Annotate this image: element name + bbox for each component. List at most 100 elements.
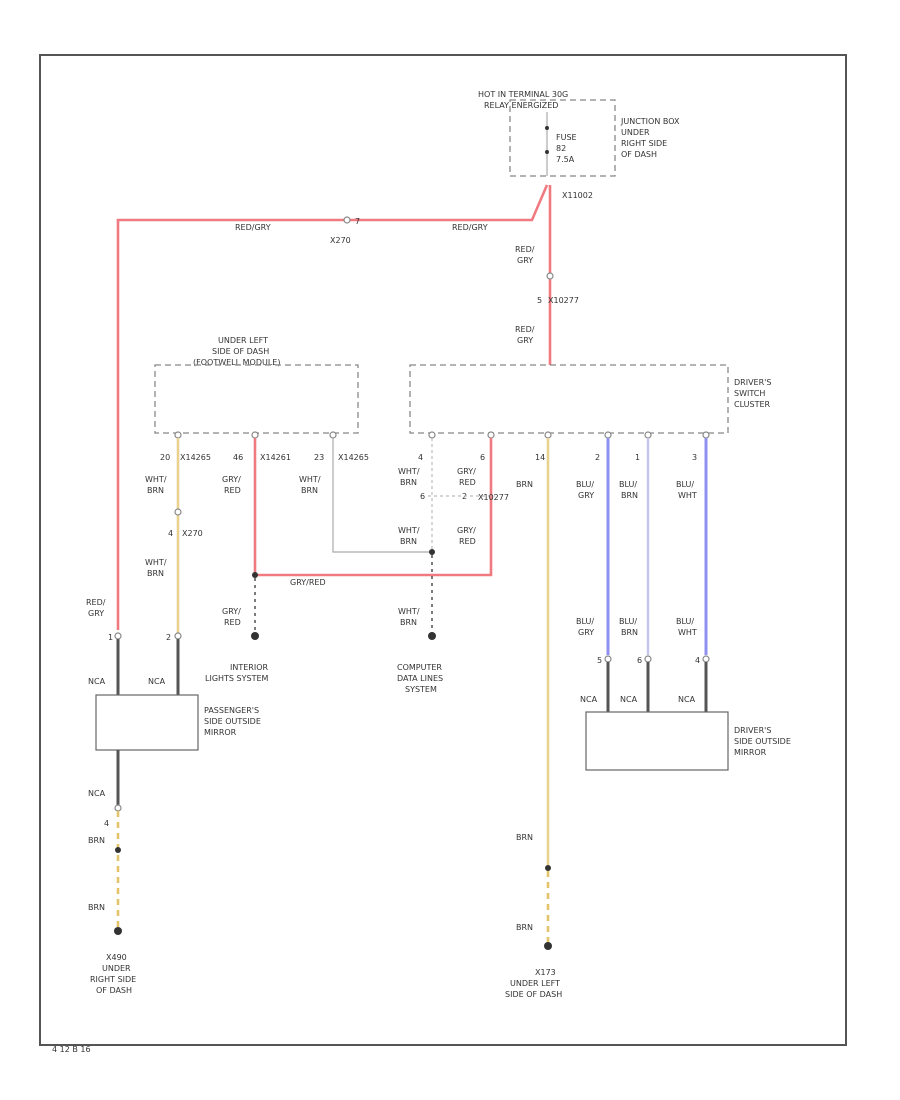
pin-connector-3 [329, 431, 337, 439]
left-ground-label-2: RIGHT SIDE [90, 975, 136, 984]
pin-connector-4 [428, 431, 436, 439]
passenger-mirror-nca-2: NCA [148, 677, 166, 686]
pin-2-number: 46 [233, 453, 243, 462]
footer-code: 4 12 B 16 [52, 1045, 91, 1054]
wire-3-color-b: BRN [301, 486, 318, 495]
computer-label-1: COMPUTER [397, 663, 442, 672]
feed-color-lower-2: GRY [517, 336, 533, 345]
top-wire-color-right: RED/GRY [452, 223, 488, 232]
driver-mirror-conn-3 [702, 655, 710, 663]
driver-mirror-label-2: SIDE OUTSIDE [734, 737, 791, 746]
passenger-ground-brn-1: BRN [88, 836, 105, 845]
pin-9-number: 3 [692, 453, 697, 462]
interior-lights-terminal [251, 632, 259, 640]
computer-label-3: SYSTEM [405, 685, 437, 694]
passenger-ground-pin: 4 [104, 819, 109, 828]
wire-10-color-a: WHT/ [398, 526, 420, 535]
wire-4-color-b: BRN [400, 478, 417, 487]
passenger-ground-splice [115, 847, 121, 853]
wire-5-color-b: RED [459, 478, 476, 487]
driver-mirror-box [585, 711, 729, 771]
wire-1-connector [174, 508, 182, 516]
wire-3-color-a: WHT/ [299, 475, 321, 484]
interior-lights-label-2: LIGHTS SYSTEM [205, 674, 269, 683]
driver-mirror-conn-1 [604, 655, 612, 663]
feed-color-lower-1: RED/ [515, 325, 535, 334]
pin-4-number: 4 [418, 453, 423, 462]
junction-box-label-3: RIGHT SIDE [621, 139, 667, 148]
top-splice-id: X270 [330, 236, 351, 245]
pin-8-number: 1 [635, 453, 640, 462]
wire-8-color-a: BLU/ [619, 480, 637, 489]
pin-7-number: 2 [595, 453, 600, 462]
computer-data-terminal [428, 632, 436, 640]
wire-1-color-a: WHT/ [145, 475, 167, 484]
fuse-terminal-top [545, 126, 549, 130]
pin-1-connector: X14265 [180, 453, 211, 462]
driver-mirror-nca-2: NCA [620, 695, 638, 704]
wire-1-connector-pin: 4 [168, 529, 173, 538]
interior-lights-label-1: INTERIOR [230, 663, 269, 672]
blue-lower-3b: WHT [678, 628, 697, 637]
center-ground-terminal [544, 942, 552, 950]
passenger-mirror-conn-1 [114, 632, 122, 640]
pin-5-number: 6 [480, 453, 485, 462]
wire-2-color-b: RED [224, 486, 241, 495]
wire-7-color-a: BLU/ [576, 480, 594, 489]
blue-lower-1b: GRY [578, 628, 594, 637]
passenger-mirror-box [95, 694, 199, 751]
wire-7-color-b: GRY [578, 491, 594, 500]
wire-9-color-b: WHT [678, 491, 697, 500]
top-wire-color-left: RED/GRY [235, 223, 271, 232]
pin-connector-6 [544, 431, 552, 439]
pin-3-connector: X14265 [338, 453, 369, 462]
passenger-mirror-label-3: MIRROR [204, 728, 237, 737]
main-red-feed-wire [116, 184, 549, 630]
center-ground-splice [545, 865, 551, 871]
left-feed-color-a: RED/ [86, 598, 106, 607]
passenger-ground-brn-2: BRN [88, 903, 105, 912]
switch-cluster-label-2: SWITCH [734, 389, 765, 398]
wire-13-color-b: BRN [400, 618, 417, 627]
feed-connector [546, 272, 554, 280]
wire-4-color-a: WHT/ [398, 467, 420, 476]
splice-color-label: GRY/RED [290, 578, 326, 587]
wire-13-color-a: WHT/ [398, 607, 420, 616]
left-ground-id: X490 [106, 953, 127, 962]
blue-lower-1a: BLU/ [576, 617, 594, 626]
driver-mirror-pin-3: 4 [695, 656, 700, 665]
passenger-mirror-nca-1: NCA [88, 677, 106, 686]
center-ground-brn-2: BRN [516, 923, 533, 932]
fuse-terminal-bottom [545, 150, 549, 154]
fuse-rating: 7.5A [556, 155, 575, 164]
gry-red-wire-5 [255, 438, 493, 577]
wire-11-color-b: RED [459, 537, 476, 546]
passenger-mirror-label-2: SIDE OUTSIDE [204, 717, 261, 726]
wht-brn-wire-3 [332, 438, 432, 553]
feed-connector-pin: 5 [537, 296, 542, 305]
pin-2-connector: X14261 [260, 453, 291, 462]
driver-mirror-pin-2: 6 [637, 656, 642, 665]
passenger-mirror-label-1: PASSENGER'S [204, 706, 259, 715]
computer-label-2: DATA LINES [397, 674, 443, 683]
pin-connector-1 [174, 431, 182, 439]
wire-10-color-b: BRN [400, 537, 417, 546]
left-ground-label-3: OF DASH [96, 986, 132, 995]
pin-connector-2 [251, 431, 259, 439]
pin-connector-9 [702, 431, 710, 439]
switch-cluster-label-3: CLUSTER [734, 400, 771, 409]
junction-box-label-2: UNDER [621, 128, 650, 137]
passenger-ground-terminal [114, 927, 122, 935]
wire-9-color-a: BLU/ [676, 480, 694, 489]
center-ground-brn-1: BRN [516, 833, 533, 842]
wire-1-color-d: BRN [147, 569, 164, 578]
splice-node-gry-red [252, 572, 258, 578]
junction-box-label-4: OF DASH [621, 150, 657, 159]
driver-mirror-conn-2 [644, 655, 652, 663]
footwell-module-outline [154, 364, 359, 434]
driver-mirror-nca-1: NCA [580, 695, 598, 704]
pin-connector-7 [604, 431, 612, 439]
top-splice-connector [343, 216, 351, 224]
diagram-frame [39, 54, 847, 1046]
mid-connector-pin-1: 6 [420, 492, 425, 501]
